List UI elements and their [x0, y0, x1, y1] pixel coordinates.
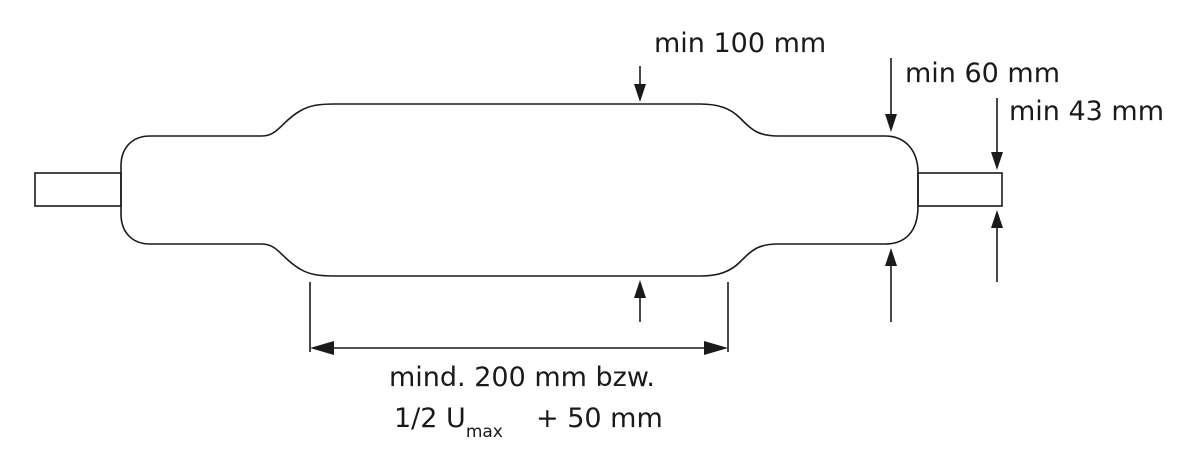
- shoulder-top-arrowhead: [885, 114, 897, 132]
- length-label-line2: 1/2 Umax + 50 mm: [394, 403, 663, 442]
- right-conductor: [917, 172, 1003, 207]
- length-right-arrowhead: [704, 341, 728, 355]
- length-label-line1: mind. 200 mm bzw.: [389, 362, 655, 393]
- length-left-arrowhead: [310, 341, 334, 355]
- body-diameter-label: min 100 mm: [654, 28, 826, 59]
- shoulder-bottom-arrowhead: [885, 248, 897, 266]
- shoulder-diameter-label: min 60 mm: [905, 58, 1060, 89]
- left-conductor: [34, 172, 122, 207]
- body-top-arrowhead: [634, 84, 646, 102]
- body-bottom-arrowhead: [634, 280, 646, 298]
- joint-body-outline: [120, 103, 919, 277]
- length-label-subscript: max: [466, 422, 503, 442]
- conductor-bottom-arrowhead: [991, 210, 1003, 228]
- length-label-prefix: 1/2 U: [394, 403, 466, 434]
- conductor-top-arrowhead: [991, 152, 1003, 170]
- length-label-suffix: + 50 mm: [536, 403, 663, 434]
- conductor-diameter-label: min 43 mm: [1009, 96, 1164, 127]
